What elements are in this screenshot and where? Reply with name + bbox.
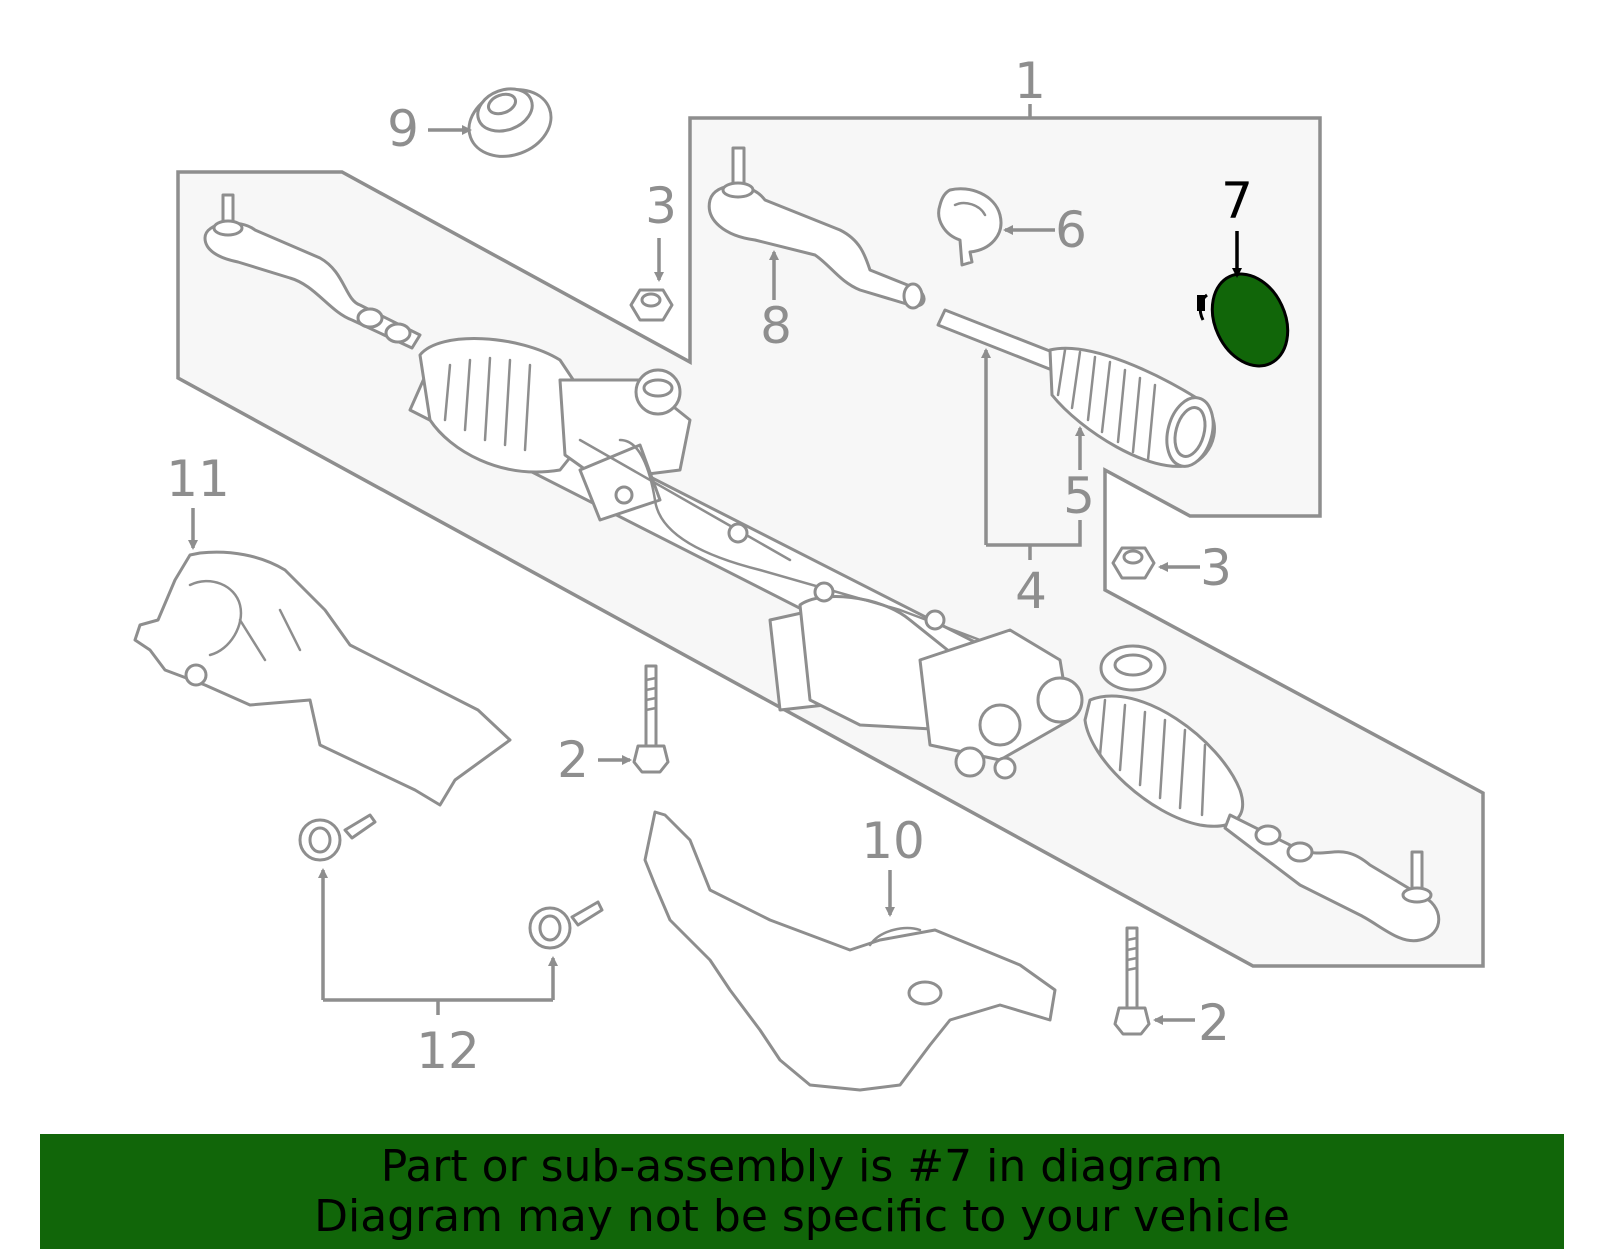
steering-rack-housing — [408, 337, 1245, 828]
part-2-bolt-lower-right — [1113, 926, 1151, 1036]
callout-10: 10 — [861, 812, 925, 870]
part-3-nut-right — [1111, 546, 1156, 580]
callout-11: 11 — [166, 450, 230, 508]
part-8-outer-tie-rod-end — [707, 146, 926, 310]
right-tie-rod-end — [1223, 813, 1441, 943]
part-9-mount-bushing — [467, 87, 553, 158]
callout-7-highlighted: 7 — [1221, 172, 1253, 230]
callout-3-upper: 3 — [645, 177, 677, 235]
part-5-inner-tie-rod-boot — [936, 308, 1216, 468]
callout-12: 12 — [416, 1022, 480, 1080]
part-7-cap-highlighted — [1197, 272, 1290, 368]
part-12-stud-upper — [298, 813, 377, 862]
part-10-heat-shield — [643, 810, 1057, 1092]
callout-3-right: 3 — [1200, 539, 1232, 597]
part-3-nut-upper — [629, 288, 674, 322]
callout-6: 6 — [1055, 201, 1087, 259]
callout-1: 1 — [1014, 52, 1046, 110]
callout-4: 4 — [1015, 562, 1047, 620]
banner-line-1: Part or sub-assembly is #7 in diagram — [380, 1141, 1224, 1192]
callout-2-lower-right: 2 — [1198, 994, 1230, 1052]
part-11-heat-shield — [133, 550, 512, 807]
banner-line-2: Diagram may not be specific to your vehi… — [314, 1191, 1290, 1242]
leader-lines — [188, 104, 1242, 1025]
callout-9: 9 — [387, 100, 419, 158]
info-banner: Part or sub-assembly is #7 in diagram Di… — [40, 1134, 1564, 1249]
callout-5: 5 — [1063, 467, 1095, 525]
left-tie-rod-end — [203, 193, 422, 350]
part-6-boot-clamp — [937, 187, 1003, 267]
callout-2-center: 2 — [557, 731, 589, 789]
callout-8: 8 — [760, 297, 792, 355]
part-2-bolt-center — [632, 664, 670, 774]
part-12-stud-lower — [528, 900, 604, 950]
